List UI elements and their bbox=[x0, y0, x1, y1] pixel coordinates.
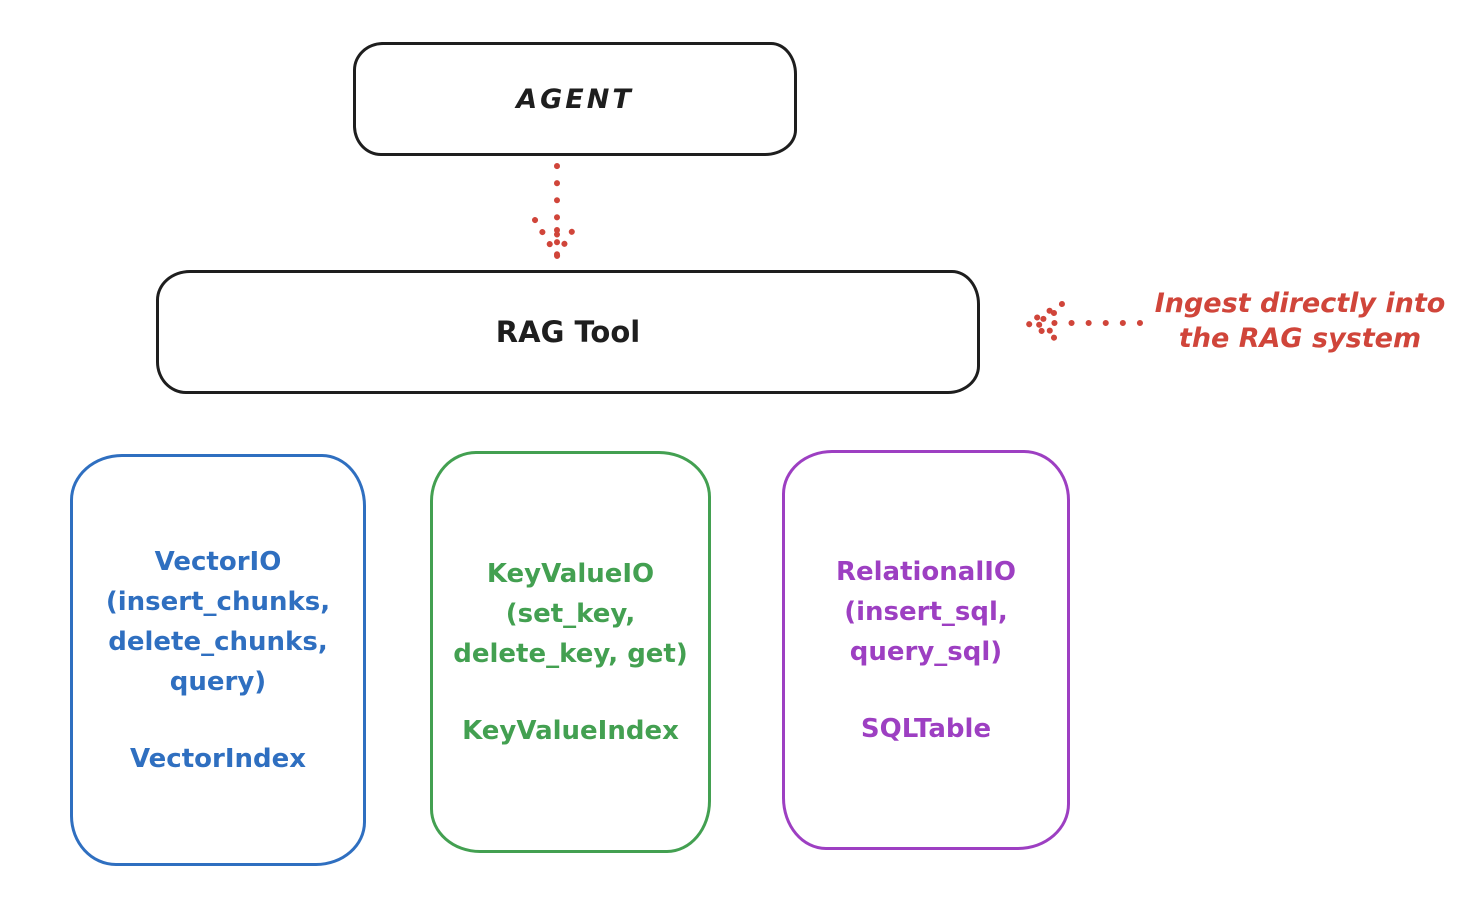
agent-to-rag-arrow bbox=[532, 163, 582, 259]
relational-io-line: (insert_sql, bbox=[844, 596, 1008, 627]
annotation-arrowhead-icon bbox=[1024, 301, 1065, 345]
relational-io-signature: RelationalIO (insert_sql, query_sql) bbox=[836, 552, 1016, 672]
key-value-io-line: delete_key, get) bbox=[453, 638, 688, 669]
relational-io-line: query_sql) bbox=[849, 636, 1003, 667]
agent-node: AGENT bbox=[353, 42, 797, 156]
relational-io-title: RelationalIO bbox=[835, 556, 1017, 587]
ingest-annotation-line: the RAG system bbox=[1178, 323, 1422, 354]
rag-tool-node-label: RAG Tool bbox=[495, 315, 641, 349]
annotation-arrowhead-inner bbox=[1033, 310, 1057, 336]
vector-io-title: VectorIO bbox=[154, 546, 282, 577]
vector-index-label: VectorIndex bbox=[129, 743, 307, 774]
ingest-annotation-line: Ingest directly into bbox=[1154, 288, 1446, 319]
vector-io-signature: VectorIO (insert_chunks, delete_chunks, … bbox=[106, 542, 330, 702]
vector-io-line: delete_chunks, bbox=[108, 626, 328, 657]
key-value-io-title: KeyValueIO bbox=[486, 558, 655, 589]
vector-io-line: query) bbox=[169, 666, 267, 697]
key-value-io-signature: KeyValueIO (set_key, delete_key, get) bbox=[453, 554, 688, 674]
agent-node-label: AGENT bbox=[516, 83, 634, 115]
rag-tool-node: RAG Tool bbox=[156, 270, 980, 394]
key-value-io-line: (set_key, bbox=[505, 598, 636, 629]
vector-io-line: (insert_chunks, bbox=[105, 586, 331, 617]
key-value-index-label: KeyValueIndex bbox=[462, 715, 679, 746]
key-value-io-node: KeyValueIO (set_key, delete_key, get) Ke… bbox=[430, 451, 711, 853]
vector-io-node: VectorIO (insert_chunks, delete_chunks, … bbox=[70, 454, 366, 866]
relational-io-node: RelationalIO (insert_sql, query_sql) SQL… bbox=[782, 450, 1070, 850]
ingest-annotation: Ingest directly into the RAG system bbox=[1125, 286, 1475, 356]
agent-to-rag-arrowhead-icon bbox=[532, 217, 582, 259]
sql-table-label: SQLTable bbox=[860, 713, 992, 744]
annotation-to-rag-arrow bbox=[1024, 301, 1143, 345]
